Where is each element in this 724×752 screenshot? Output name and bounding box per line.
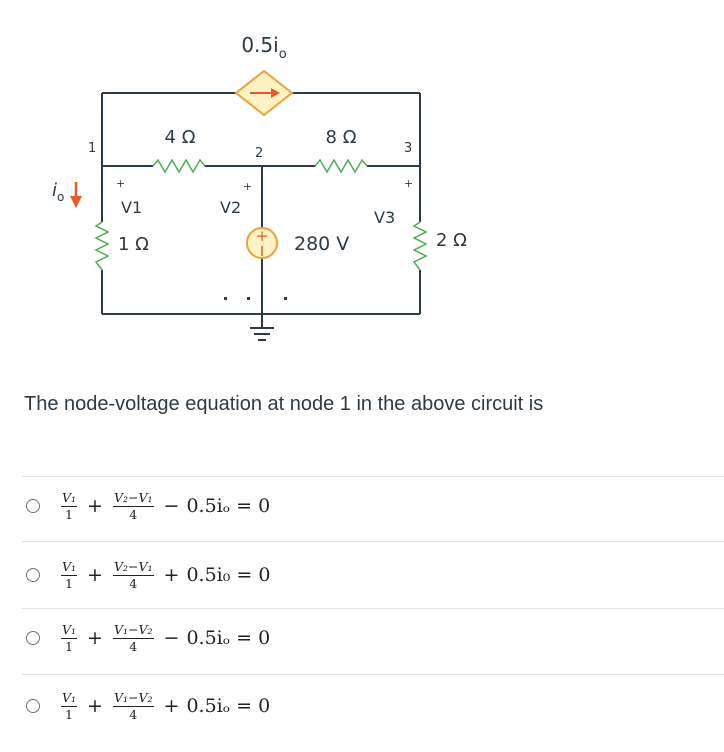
v1-label: V1: [121, 198, 142, 217]
r8-label: 8 Ω: [326, 127, 357, 148]
divider: [22, 476, 724, 477]
divider: [22, 608, 724, 609]
resistor-8ohm: [314, 158, 368, 174]
r1-label: 1 Ω: [118, 234, 149, 255]
node-3-label: 3: [404, 141, 412, 156]
source-280-label: 280 V: [294, 233, 349, 255]
v1-plus: +: [116, 177, 125, 190]
radio-button[interactable]: [26, 699, 40, 713]
v2-label: V2: [220, 198, 241, 217]
r2-label: 2 Ω: [436, 230, 467, 251]
divider: [22, 674, 724, 675]
current-arrow: [70, 182, 82, 208]
v2-plus: +: [243, 180, 252, 193]
dep-source-label: 0.5io: [241, 33, 286, 62]
resistor-2ohm: [412, 221, 428, 271]
current-label: io: [52, 180, 64, 204]
resistor-4ohm: [152, 158, 206, 174]
node-2-label: 2: [255, 146, 263, 161]
v3-plus: +: [404, 177, 413, 190]
resistor-1ohm: [94, 221, 110, 271]
v3-label: V3: [374, 208, 395, 227]
node-1-label: 1: [88, 141, 96, 156]
circuit-diagram: + + + + 0.5io 4 Ω 8 Ω 1 2 3 V1 V2 V3 1 Ω…: [52, 33, 467, 341]
question-text: The node-voltage equation at node 1 in t…: [24, 393, 544, 415]
divider: [22, 541, 724, 542]
radio-button[interactable]: [26, 499, 40, 513]
voltage-source-280v: +: [246, 227, 278, 259]
radio-button[interactable]: [26, 568, 40, 582]
r4-label: 4 Ω: [165, 127, 196, 148]
dependent-current-source: [234, 69, 294, 117]
svg-text:+: +: [256, 227, 269, 245]
radio-button[interactable]: [26, 631, 40, 645]
